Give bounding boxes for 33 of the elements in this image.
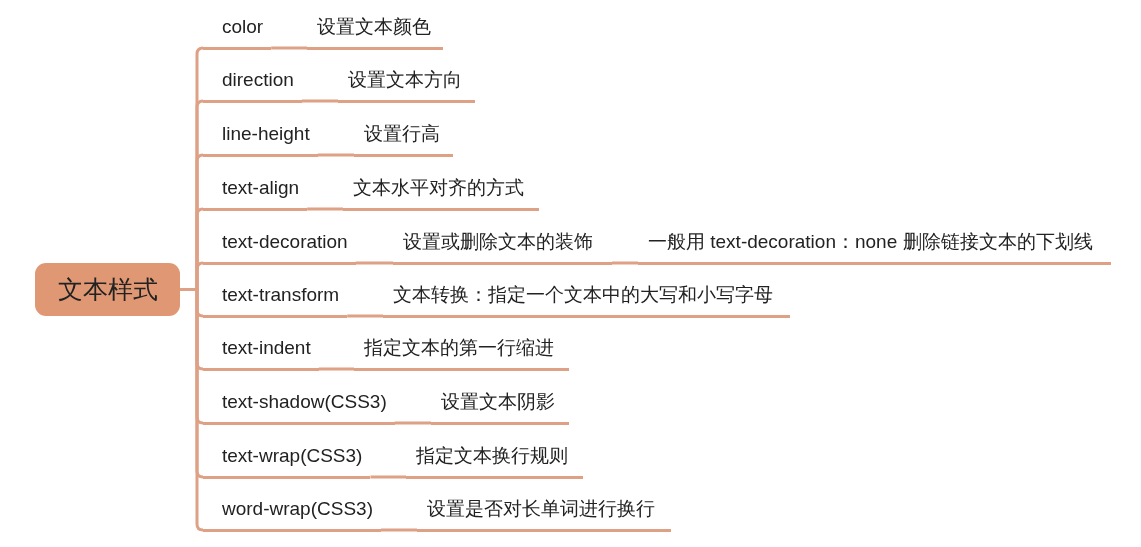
connector-line <box>355 261 393 265</box>
connector-line <box>394 421 431 425</box>
branch-topic: text-wrap(CSS3) <box>203 435 371 479</box>
branch-topic: text-shadow(CSS3) <box>203 381 395 425</box>
detail-topic: 文本水平对齐的方式 <box>343 167 539 211</box>
branch-topic: text-transform <box>203 274 348 318</box>
branch-topic: line-height <box>203 113 318 157</box>
connector-line <box>317 153 354 157</box>
detail-topic: 文本转换：指定一个文本中的大写和小写字母 <box>383 274 790 318</box>
connector-line <box>307 207 343 211</box>
connector-line <box>347 314 383 318</box>
connector-line <box>271 46 307 50</box>
branch-topic: text-align <box>203 167 308 211</box>
connector-line <box>381 528 417 532</box>
branch-topic: direction <box>203 59 302 103</box>
detail-topic: 一般用 text-decoration：none 删除链接文本的下划线 <box>638 221 1111 265</box>
branch-topic: text-decoration <box>203 221 356 265</box>
connector-line <box>612 261 638 265</box>
detail-topic: 设置文本阴影 <box>431 381 569 425</box>
detail-topic: 设置行高 <box>354 113 453 157</box>
branch-topic: word-wrap(CSS3) <box>203 488 381 532</box>
branch-topic: text-indent <box>203 327 319 371</box>
detail-topic: 指定文本的第一行缩进 <box>354 327 569 371</box>
connector-line <box>370 475 406 479</box>
detail-topic: 设置文本颜色 <box>307 6 443 50</box>
detail-topic: 设置是否对长单词进行换行 <box>417 488 671 532</box>
detail-topic: 指定文本换行规则 <box>406 435 583 479</box>
detail-topic: 设置或删除文本的装饰 <box>393 221 612 265</box>
central-topic-box: 文本样式 <box>35 263 180 316</box>
connector-line <box>301 99 338 103</box>
connector-line <box>318 367 354 371</box>
detail-topic: 设置文本方向 <box>338 59 475 103</box>
branch-topic: color <box>203 6 272 50</box>
